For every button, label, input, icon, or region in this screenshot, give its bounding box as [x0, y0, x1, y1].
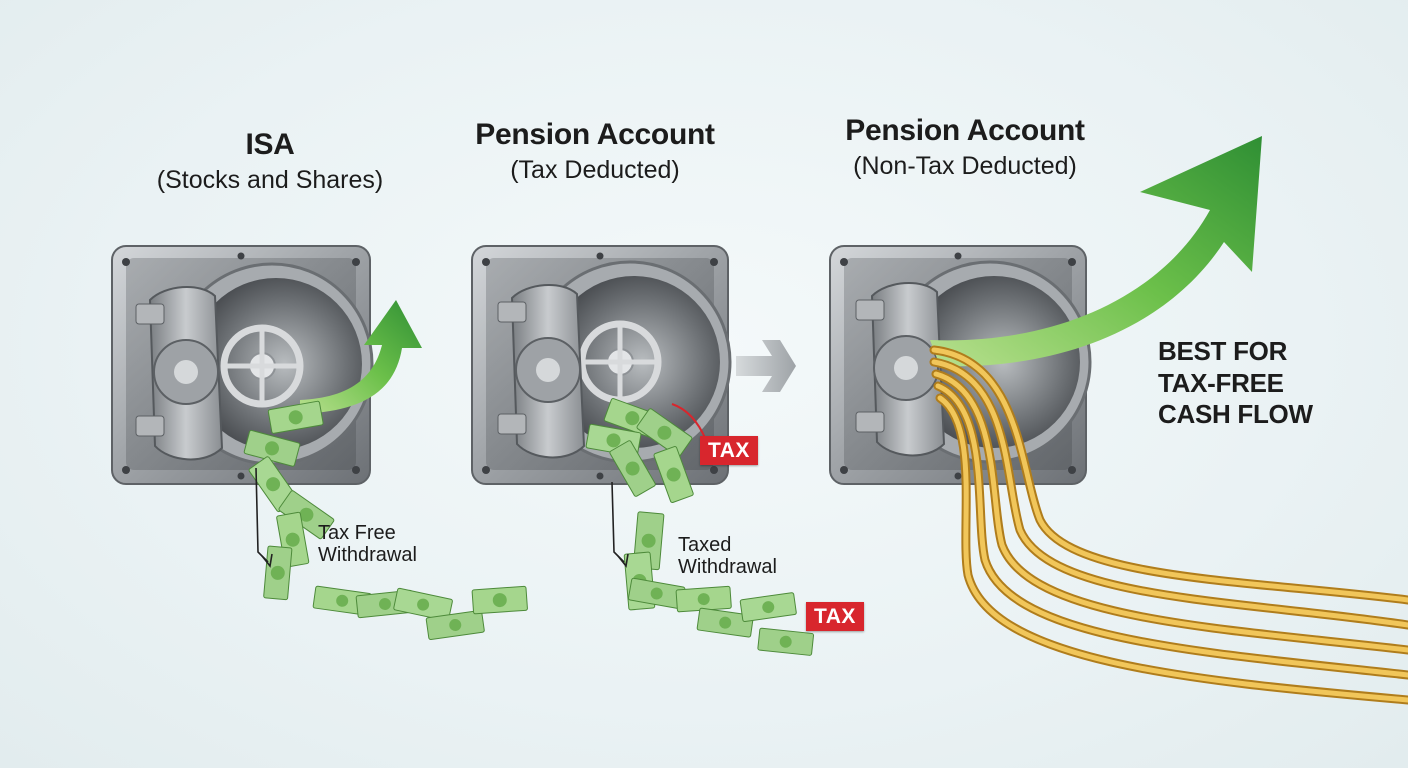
pension-pointer-head: [617, 553, 629, 568]
isa-pointer-head: [261, 553, 273, 568]
pension-non-taxed-subtitle: (Non-Tax Deducted): [853, 151, 1077, 180]
pension-taxed-title: Pension Account: [475, 118, 715, 151]
best-for-callout: BEST FOR TAX-FREE CASH FLOW: [1158, 336, 1313, 431]
best-for-line2: TAX-FREE: [1158, 367, 1284, 398]
tax-badge-withdrawal: TAX: [806, 602, 864, 632]
pension-cash-flow: [585, 398, 815, 656]
tax-badge-vault: TAX: [700, 436, 758, 466]
isa-subtitle: (Stocks and Shares): [156, 165, 384, 194]
isa-withdrawal-label: Tax Free Withdrawal: [318, 522, 417, 566]
pension-withdrawal-line1: Taxed: [678, 534, 732, 556]
isa-cash-flow: [243, 400, 528, 641]
pension-flow-pointer: [611, 481, 625, 563]
transition-arrow: [736, 340, 796, 392]
isa-withdrawal-line2: Withdrawal: [318, 544, 417, 566]
isa-vault: [111, 245, 374, 485]
pension-non-taxed-title: Pension Account: [845, 114, 1085, 147]
pension-taxed-heading: Pension Account (Tax Deducted): [440, 118, 750, 184]
isa-withdrawal-line1: Tax Free: [318, 522, 396, 544]
isa-heading: ISA (Stocks and Shares): [120, 128, 420, 194]
best-for-line1: BEST FOR: [1158, 336, 1288, 366]
isa-growth-arrow: [300, 300, 422, 414]
big-growth-arrow: [930, 136, 1262, 367]
best-for-line3: CASH FLOW: [1158, 399, 1313, 430]
isa-title: ISA: [245, 128, 295, 161]
pension-withdrawal-label: Taxed Withdrawal: [678, 534, 777, 578]
pension-non-taxed-heading: Pension Account (Non-Tax Deducted): [790, 114, 1140, 180]
gold-cash-stream: [929, 345, 1408, 705]
pension-taxed-subtitle: (Tax Deducted): [510, 155, 680, 184]
pension-withdrawal-line2: Withdrawal: [678, 556, 777, 578]
